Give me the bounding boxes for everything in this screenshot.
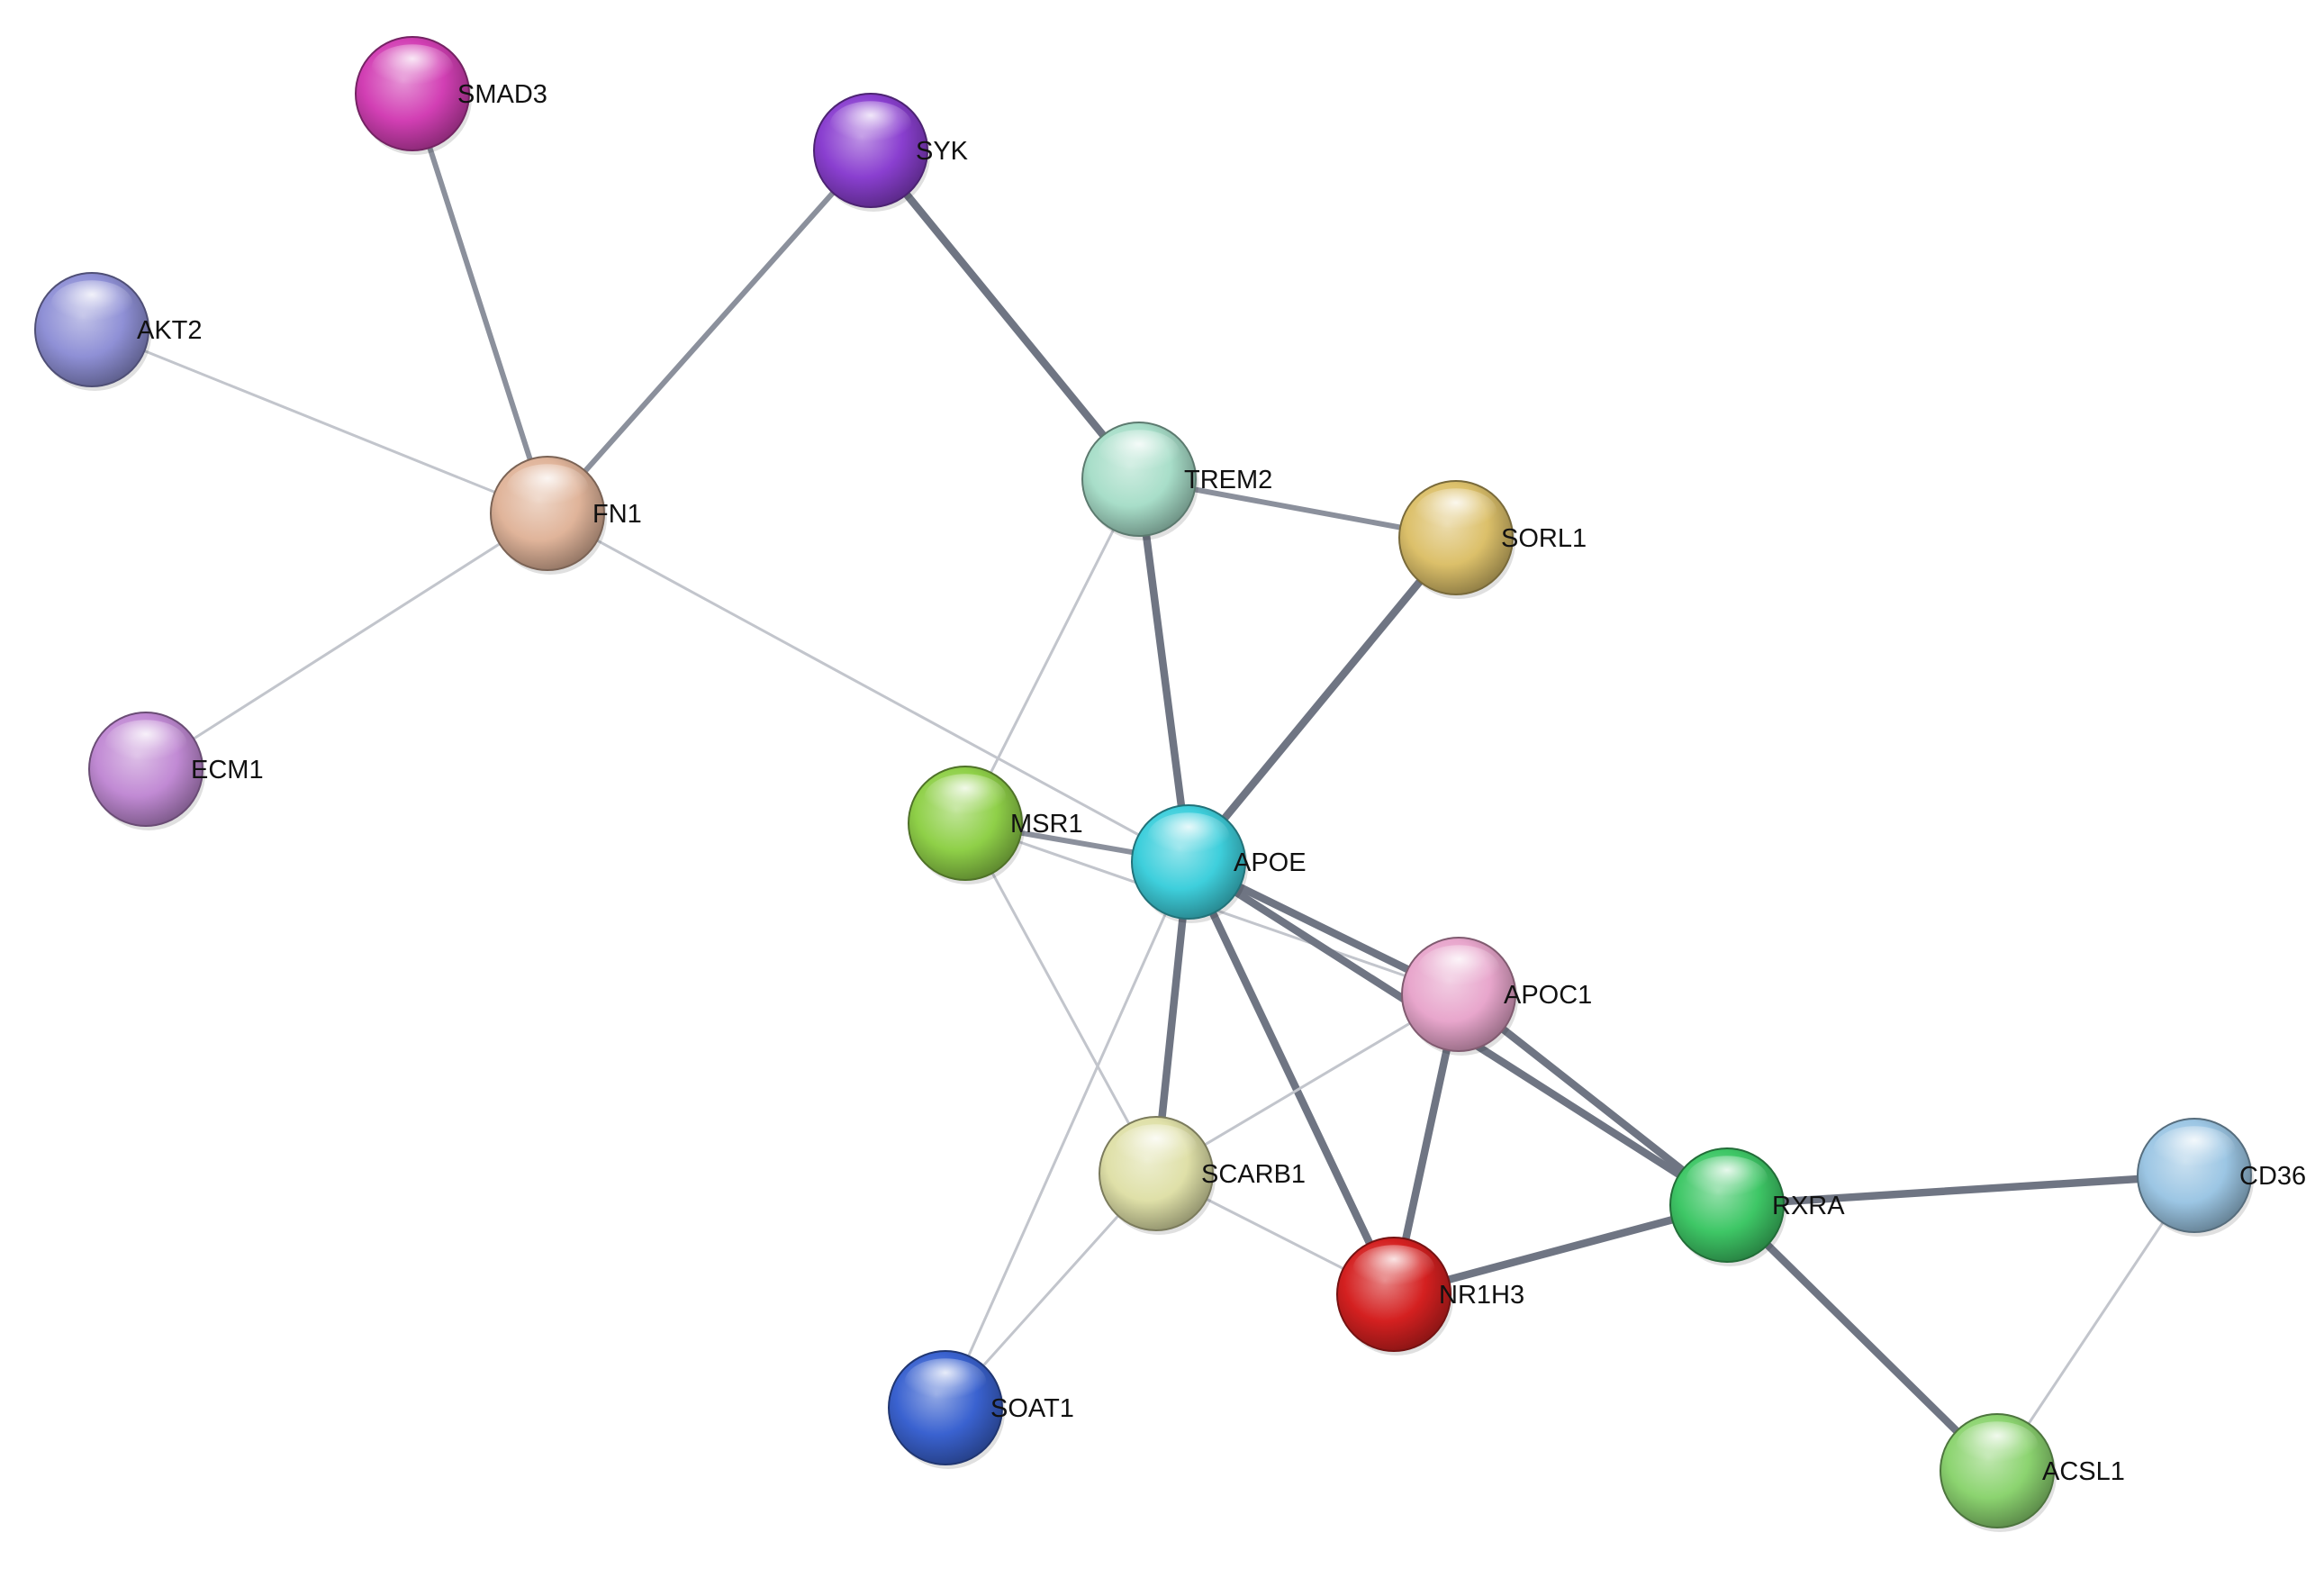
node-label-smad3: SMAD3 xyxy=(457,80,547,109)
node-gloss xyxy=(371,44,454,93)
node-label-cd36: CD36 xyxy=(2239,1162,2306,1191)
edge-apoe-soat1 xyxy=(944,860,1190,1410)
node-gloss xyxy=(924,774,1007,822)
edge-trem2-msr1 xyxy=(963,477,1141,825)
node-gloss xyxy=(506,464,589,512)
node-gloss xyxy=(1098,430,1180,478)
node-label-apoc1: APOC1 xyxy=(1504,981,1592,1010)
node-trem2[interactable]: TREM2 xyxy=(1081,422,1272,540)
edge-rxra-acsl1 xyxy=(1723,1201,2002,1475)
node-gloss xyxy=(1115,1124,1198,1173)
edge-trem2-apoe xyxy=(1135,475,1193,866)
node-label-scarb1: SCARB1 xyxy=(1201,1160,1306,1189)
node-rxra[interactable]: RXRA xyxy=(1669,1147,1845,1266)
node-gloss xyxy=(1956,1421,2039,1470)
node-smad3[interactable]: SMAD3 xyxy=(355,36,547,155)
node-apoe[interactable]: APOE xyxy=(1131,804,1307,923)
node-gloss xyxy=(1417,945,1500,993)
node-gloss xyxy=(904,1358,987,1407)
node-ecm1[interactable]: ECM1 xyxy=(88,712,264,830)
node-gloss xyxy=(104,720,187,768)
node-label-fn1: FN1 xyxy=(592,500,642,529)
node-label-syk: SYK xyxy=(916,137,969,166)
node-label-msr1: MSR1 xyxy=(1010,810,1083,839)
node-gloss xyxy=(2153,1126,2236,1174)
node-gloss xyxy=(1352,1245,1435,1293)
node-nr1h3[interactable]: NR1H3 xyxy=(1336,1237,1524,1356)
node-gloss xyxy=(1147,812,1230,861)
node-label-sorl1: SORL1 xyxy=(1501,524,1587,553)
node-gloss xyxy=(1686,1156,1768,1204)
node-label-apoe: APOE xyxy=(1234,848,1307,877)
node-cd36[interactable]: CD36 xyxy=(2137,1118,2306,1237)
edge-akt2-fn1 xyxy=(90,328,549,515)
node-label-trem2: TREM2 xyxy=(1184,466,1272,494)
node-sorl1[interactable]: SORL1 xyxy=(1398,480,1587,599)
node-acsl1[interactable]: ACSL1 xyxy=(1940,1413,2125,1532)
edge-rxra-cd36 xyxy=(1723,1171,2199,1210)
node-gloss xyxy=(50,280,133,329)
node-apoc1[interactable]: APOC1 xyxy=(1401,937,1592,1056)
edge-fn1-apoe xyxy=(546,512,1190,864)
node-akt2[interactable]: AKT2 xyxy=(34,272,203,391)
edge-sorl1-apoe xyxy=(1184,533,1460,866)
node-gloss xyxy=(829,101,912,150)
node-soat1[interactable]: SOAT1 xyxy=(888,1350,1074,1469)
edge-smad3-fn1 xyxy=(410,91,550,516)
edge-syk-trem2 xyxy=(866,146,1144,484)
edge-syk-fn1 xyxy=(545,148,873,516)
node-label-rxra: RXRA xyxy=(1772,1192,1845,1220)
edge-apoe-nr1h3 xyxy=(1184,857,1398,1299)
node-fn1[interactable]: FN1 xyxy=(490,456,642,575)
node-label-ecm1: ECM1 xyxy=(191,756,264,784)
node-syk[interactable]: SYK xyxy=(813,93,969,212)
edges-layer xyxy=(90,91,2199,1475)
edge-msr1-scarb1 xyxy=(963,821,1158,1175)
edge-ecm1-fn1 xyxy=(144,512,549,771)
node-gloss xyxy=(1415,488,1497,537)
node-label-akt2: AKT2 xyxy=(137,316,203,345)
node-scarb1[interactable]: SCARB1 xyxy=(1099,1116,1306,1235)
edge-cd36-acsl1 xyxy=(1995,1174,2196,1473)
edge-apoc1-scarb1 xyxy=(1154,993,1460,1175)
node-label-acsl1: ACSL1 xyxy=(2042,1457,2125,1486)
node-label-nr1h3: NR1H3 xyxy=(1439,1281,1524,1310)
node-label-soat1: SOAT1 xyxy=(990,1394,1074,1423)
node-msr1[interactable]: MSR1 xyxy=(908,766,1083,884)
